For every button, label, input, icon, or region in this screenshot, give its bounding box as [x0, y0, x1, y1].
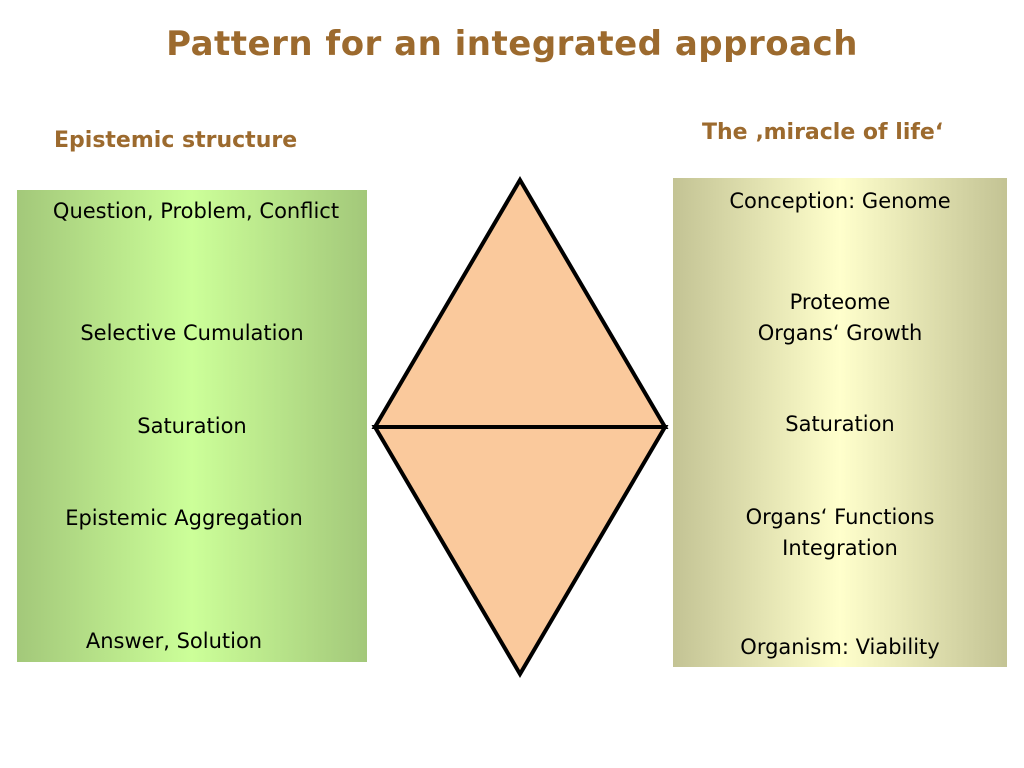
left-step-selective-cumulation: Selective Cumulation	[80, 321, 304, 345]
left-step-epistemic-aggregation: Epistemic Aggregation	[65, 506, 303, 530]
right-step-conception: Conception: Genome	[729, 189, 951, 213]
slide-title: Pattern for an integrated approach	[166, 24, 858, 64]
right-step-organism: Organism: Viability	[740, 635, 940, 659]
left-step-question: Question, Problem, Conflict	[52, 199, 340, 223]
right-step-organs-functions: Organs‘ Functions Integration	[745, 505, 935, 560]
upper-triangle	[371, 176, 669, 429]
lower-triangle	[371, 425, 669, 678]
left-step-answer: Answer, Solution	[85, 629, 263, 653]
right-step-proteome: Proteome Organs‘ Growth	[757, 290, 923, 345]
left-step-saturation: Saturation	[137, 414, 247, 438]
left-heading: Epistemic structure	[54, 128, 298, 153]
miracle-of-life-panel: Conception: Genome Proteome Organs‘ Grow…	[673, 178, 1007, 667]
right-step-saturation: Saturation	[785, 412, 895, 436]
epistemic-structure-panel: Question, Problem, Conflict Selective Cu…	[17, 190, 367, 662]
right-heading: The ‚miracle of life‘	[702, 120, 944, 145]
diamond-diagram	[371, 176, 669, 678]
